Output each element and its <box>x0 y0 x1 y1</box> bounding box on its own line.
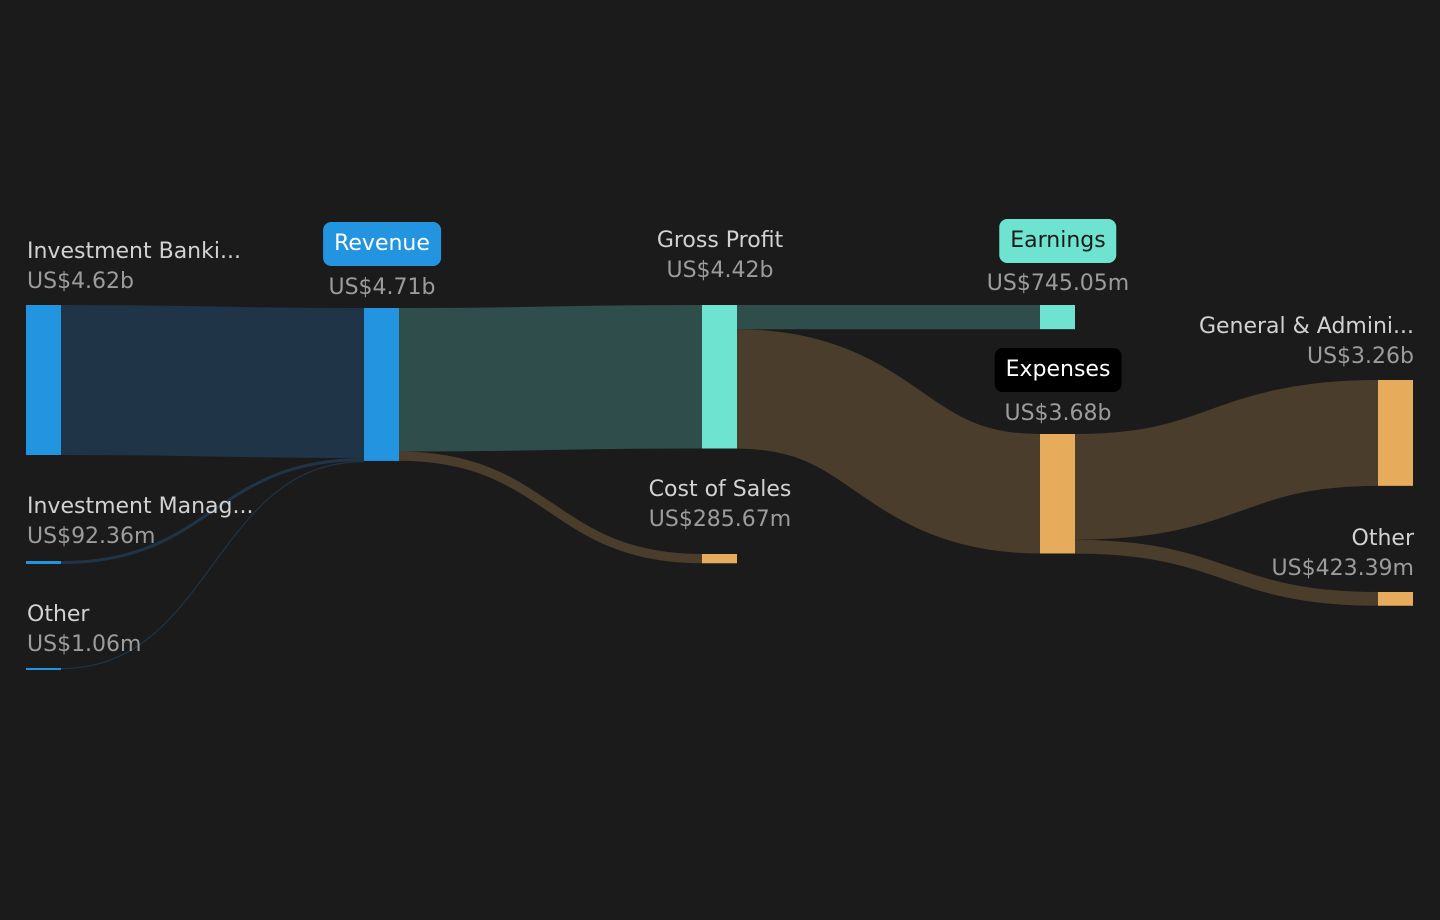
other-expenses-name: Other <box>1351 526 1414 551</box>
node-bar-other-revenue <box>26 668 61 670</box>
node-bar-general-admin <box>1378 380 1413 486</box>
investment-management-name: Investment Manag... <box>27 494 254 519</box>
general-admin-name: General & Admini... <box>1198 314 1414 339</box>
node-bar-expenses <box>1040 434 1075 554</box>
link-revenue-to-gross-profit <box>398 304 703 452</box>
node-bar-earnings <box>1040 305 1075 330</box>
link-gross-profit-to-expenses <box>735 329 1042 554</box>
node-bar-gross-profit <box>702 305 737 449</box>
link-investment-banking-to-revenue <box>60 305 365 458</box>
revenue-value: US$4.71b <box>328 275 436 300</box>
node-label-gross-profit: Gross Profit US$4.42b <box>657 226 783 286</box>
cost-of-sales-name: Cost of Sales <box>648 477 792 502</box>
links <box>60 304 1379 670</box>
node-label-cost-of-sales: Cost of Sales US$285.67m <box>649 475 792 535</box>
node-bar-cost-of-sales <box>702 554 737 564</box>
gross-profit-name: Gross Profit <box>656 228 784 253</box>
gross-profit-value: US$4.42b <box>666 258 774 283</box>
investment-banking-value: US$4.62b <box>27 269 135 294</box>
node-label-general-admin: General & Admini... US$3.26b <box>1199 312 1414 372</box>
node-label-investment-management: Investment Manag... US$92.36m <box>27 492 253 552</box>
earnings-badge: Earnings <box>999 219 1117 263</box>
nodes <box>26 305 1413 670</box>
node-label-other-expenses: Other US$423.39m <box>1272 524 1414 584</box>
revenue-badge: Revenue <box>323 222 441 266</box>
earnings-value: US$745.05m <box>986 271 1130 296</box>
node-label-other-revenue: Other US$1.06m <box>27 600 141 660</box>
node-bar-investment-management <box>26 561 61 564</box>
other-revenue-name: Other <box>27 602 90 627</box>
expenses-value: US$3.68b <box>1004 401 1112 426</box>
node-bar-investment-banking <box>26 305 61 455</box>
link-revenue-to-cost-of-sales <box>398 451 703 564</box>
other-revenue-value: US$1.06m <box>27 632 142 657</box>
node-bar-other-expenses <box>1378 592 1413 606</box>
link-expenses-to-general-admin <box>1074 380 1379 540</box>
expenses-badge: Expenses <box>994 348 1122 392</box>
node-bar-revenue <box>364 308 399 461</box>
investment-banking-name: Investment Banki... <box>27 239 241 264</box>
general-admin-value: US$3.26b <box>1306 344 1414 369</box>
link-expenses-to-other-expenses <box>1074 539 1379 606</box>
cost-of-sales-value: US$285.67m <box>648 507 792 532</box>
other-expenses-value: US$423.39m <box>1271 556 1414 581</box>
link-other-revenue-to-revenue <box>60 460 365 670</box>
investment-management-value: US$92.36m <box>27 524 156 549</box>
node-label-investment-banking: Investment Banki... US$4.62b <box>27 237 241 297</box>
link-investment-management-to-revenue <box>60 457 365 564</box>
